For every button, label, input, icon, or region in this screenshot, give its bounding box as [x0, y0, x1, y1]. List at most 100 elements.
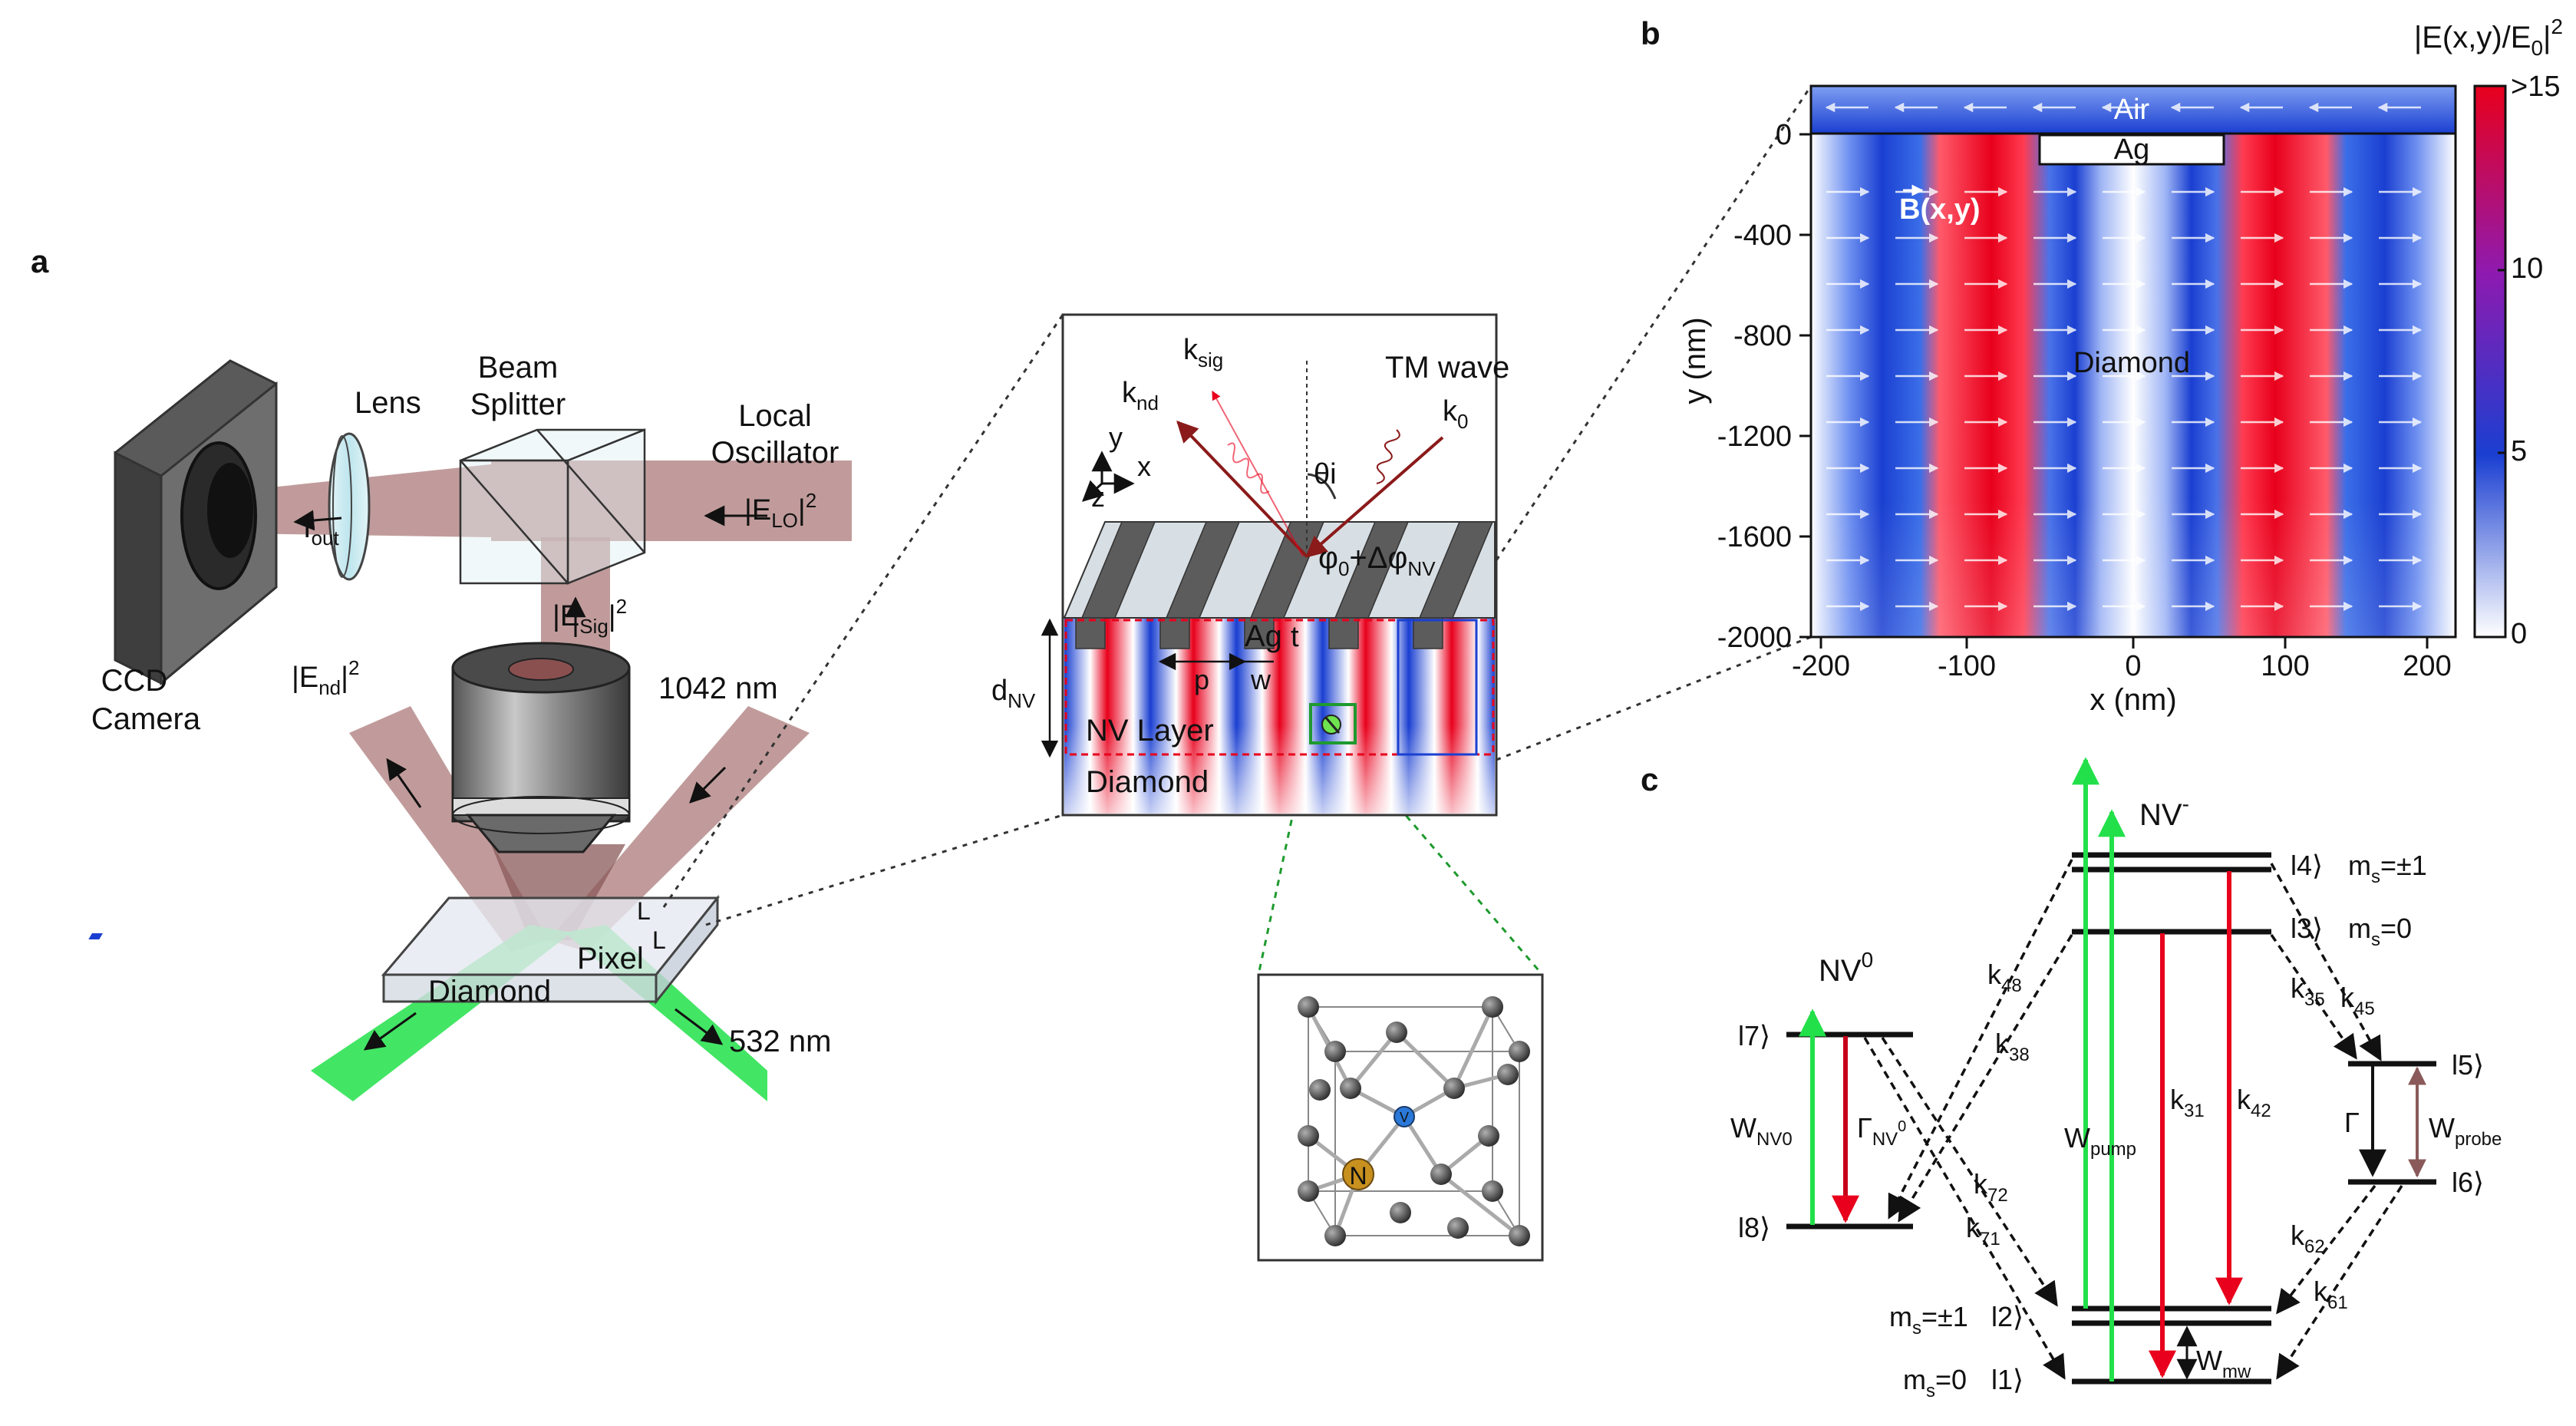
rate-k31: k31 [2170, 1084, 2205, 1121]
pixel-marker [88, 933, 103, 939]
theta-label: θi [1314, 458, 1337, 490]
e-sig-label: |ESig|2 [552, 595, 627, 638]
y-tick-0: 0 [1776, 119, 1792, 151]
rate-gamma: Γ [2344, 1107, 2360, 1138]
phase-label: φ0+ΔφNV [1318, 541, 1436, 580]
k-nd-label: knd [1122, 377, 1159, 414]
level-lines [1786, 852, 2436, 1385]
energy-diagram: NV0 NV- l7⟩ l8⟩ l4⟩ l3⟩ l5⟩ l6⟩ l2⟩ l1⟩ … [1730, 757, 2502, 1401]
crystal-connectors [1257, 759, 1544, 975]
nitrogen-label: N [1349, 1162, 1367, 1190]
field-map: >15 10 5 0 |E(x,y)/E0|2 -200 -100 0 100 … [1678, 15, 2563, 717]
x-tick-0: -200 [1792, 650, 1850, 682]
i-out-label: Iout [303, 512, 339, 550]
x-axis-label: x (nm) [2089, 683, 2176, 717]
ag-label: Ag [1245, 619, 1282, 653]
rate-k45: k45 [2340, 982, 2375, 1019]
e-lo-label: |ELO|2 [744, 489, 816, 532]
rate-k61: k61 [2314, 1276, 2348, 1313]
diamond-label: Diamond [428, 975, 551, 1008]
e-nd-label: |End|2 [292, 656, 359, 699]
signal-beam [541, 537, 610, 652]
w-label: w [1250, 664, 1272, 695]
rate-gamma-nv0: ΓNV0 [1857, 1112, 1906, 1150]
objective-icon [451, 642, 631, 853]
panel-label-c: c [1641, 761, 1658, 797]
rate-wprobe: Wprobe [2429, 1112, 2502, 1150]
vacancy-label: V [1400, 1110, 1409, 1125]
cbar-tick-2: 5 [2511, 435, 2527, 467]
level-1: l1⟩ [1991, 1364, 2024, 1395]
axis-z-label: z [1091, 481, 1105, 513]
rate-wmw: Wmw [2196, 1345, 2251, 1382]
pixel-L1: L [637, 897, 651, 925]
p-label: p [1194, 664, 1209, 695]
connector-lines [662, 85, 1812, 926]
tm-wave-label: TM wave [1385, 351, 1509, 385]
ccd-camera [114, 359, 278, 686]
x-tick-4: 200 [2403, 650, 2451, 682]
cbar-tick-0: >15 [2511, 71, 2560, 103]
rate-k71: k71 [1966, 1212, 2000, 1249]
nv0-label: NV0 [1819, 948, 1873, 988]
lens-label: Lens [355, 386, 421, 420]
panel-label-b: b [1641, 15, 1661, 51]
pump-1042-beam [549, 706, 810, 952]
rate-k42: k42 [2237, 1084, 2271, 1121]
ms-label-4: ms=±1 [2348, 850, 2427, 887]
ms-label-2: ms=±1 [1889, 1301, 1968, 1339]
nitrogen-icon [1342, 1158, 1374, 1190]
ag-region-label: Ag [2114, 134, 2149, 166]
rate-k48: k48 [1987, 959, 2022, 996]
nv-layer-label: NV Layer [1086, 714, 1214, 748]
y-tick-3: -1200 [1717, 421, 1792, 453]
level-5: l5⟩ [2452, 1049, 2484, 1081]
y-tick-2: -800 [1733, 320, 1792, 352]
rate-wpump: Wpump [2064, 1122, 2136, 1160]
colorbar [2473, 84, 2507, 639]
rate-k35: k35 [2291, 972, 2325, 1010]
beam-splitter-icon [459, 428, 646, 585]
dashed-transitions [1863, 859, 2403, 1380]
crystal-structure: N V [1257, 973, 1544, 1262]
colorbar-title: |E(x,y)/E0|2 [2414, 15, 2563, 60]
diamond-region-label: Diamond [2073, 347, 2190, 379]
label-1042nm: 1042 nm [658, 672, 778, 705]
x-tick-2: 0 [2125, 650, 2141, 682]
axis-x-label: x [1137, 451, 1151, 482]
bs-label-1: Beam [478, 351, 559, 385]
panel-label-a: a [31, 243, 49, 279]
diamond-slab [88, 894, 721, 1005]
level-2: l2⟩ [1991, 1301, 2024, 1332]
lo-label-1: Local [738, 399, 812, 433]
ccd-label-1: CCD [101, 664, 168, 698]
lo-label-2: Oscillator [711, 436, 839, 470]
grating-inset: ksig knd k0 TM wave θi φ0+ΔφNV Ag t p w … [991, 313, 1509, 817]
pixel-label: Pixel [577, 942, 644, 975]
air-label: Air [2114, 94, 2150, 126]
y-axis-label: y (nm) [1678, 317, 1712, 404]
cbar-tick-1: 10 [2511, 253, 2543, 285]
level-7: l7⟩ [1738, 1020, 1770, 1051]
ms-label-3: ms=0 [2348, 913, 2412, 950]
t-label: t [1291, 621, 1299, 653]
lens-icon [328, 432, 371, 581]
air-region [1811, 86, 2456, 134]
x-tick-3: 100 [2261, 650, 2309, 682]
rate-wnv0: WNV0 [1730, 1112, 1793, 1150]
optical-setup: Lens Beam Splitter Local Oscillator CCD … [88, 351, 852, 1101]
rate-k38: k38 [1995, 1028, 2030, 1065]
rate-labels: k48 k38 k35 k45 k72 k71 k31 k42 k62 k61 … [1730, 959, 2502, 1382]
b-field-label: B(x,y) [1899, 193, 1981, 226]
b-field-arrows [1825, 102, 2423, 612]
cbar-tick-3: 0 [2511, 618, 2527, 650]
label-532nm: 532 nm [729, 1025, 831, 1058]
rate-k72: k72 [1974, 1168, 2008, 1206]
rate-k62: k62 [2291, 1220, 2325, 1257]
k-0-label: k0 [1443, 395, 1468, 433]
level-8: l8⟩ [1738, 1212, 1770, 1243]
bs-label-2: Splitter [470, 388, 566, 421]
vacancy-icon [1394, 1106, 1415, 1127]
